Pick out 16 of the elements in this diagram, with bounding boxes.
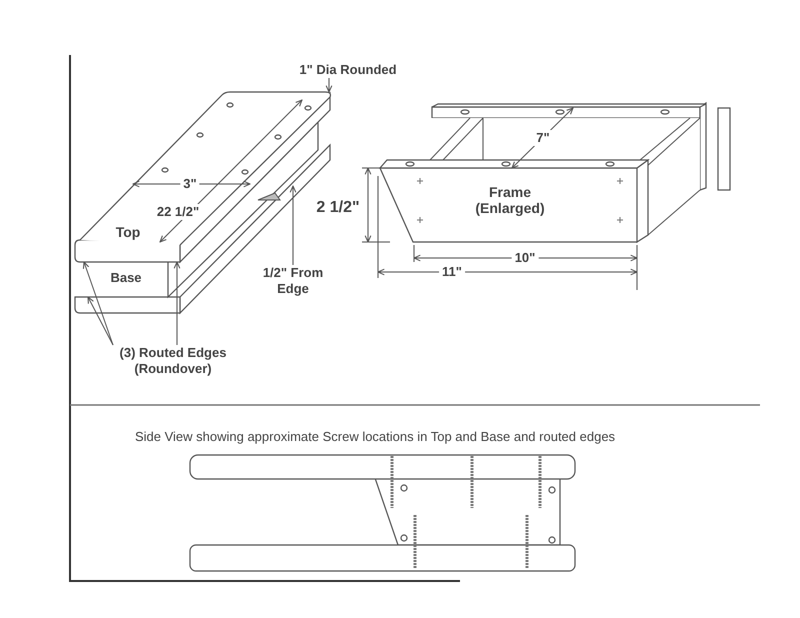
board-drawing bbox=[74, 91, 332, 264]
dimension-label: 7" bbox=[533, 130, 553, 146]
caption-text: Side View showing approximate Screw locations in Top and Base and routed edges bbox=[134, 429, 616, 445]
callout-text: 1" Dia Rounded bbox=[293, 62, 403, 78]
part-label: Base bbox=[110, 270, 142, 286]
leader-line bbox=[87, 296, 114, 346]
leader-line bbox=[290, 185, 296, 266]
leader-line bbox=[326, 78, 332, 93]
board-drawing bbox=[74, 144, 331, 314]
part-label: Top bbox=[116, 224, 140, 240]
leader-line bbox=[174, 261, 180, 346]
dimension-label: 2 1/2" bbox=[316, 200, 360, 216]
callout-text: (3) Routed Edges (Roundover) bbox=[113, 345, 233, 377]
callout-text: 1/2" From Edge bbox=[257, 265, 329, 297]
leader-line bbox=[82, 261, 114, 346]
part-label: Frame (Enlarged) bbox=[474, 184, 546, 216]
